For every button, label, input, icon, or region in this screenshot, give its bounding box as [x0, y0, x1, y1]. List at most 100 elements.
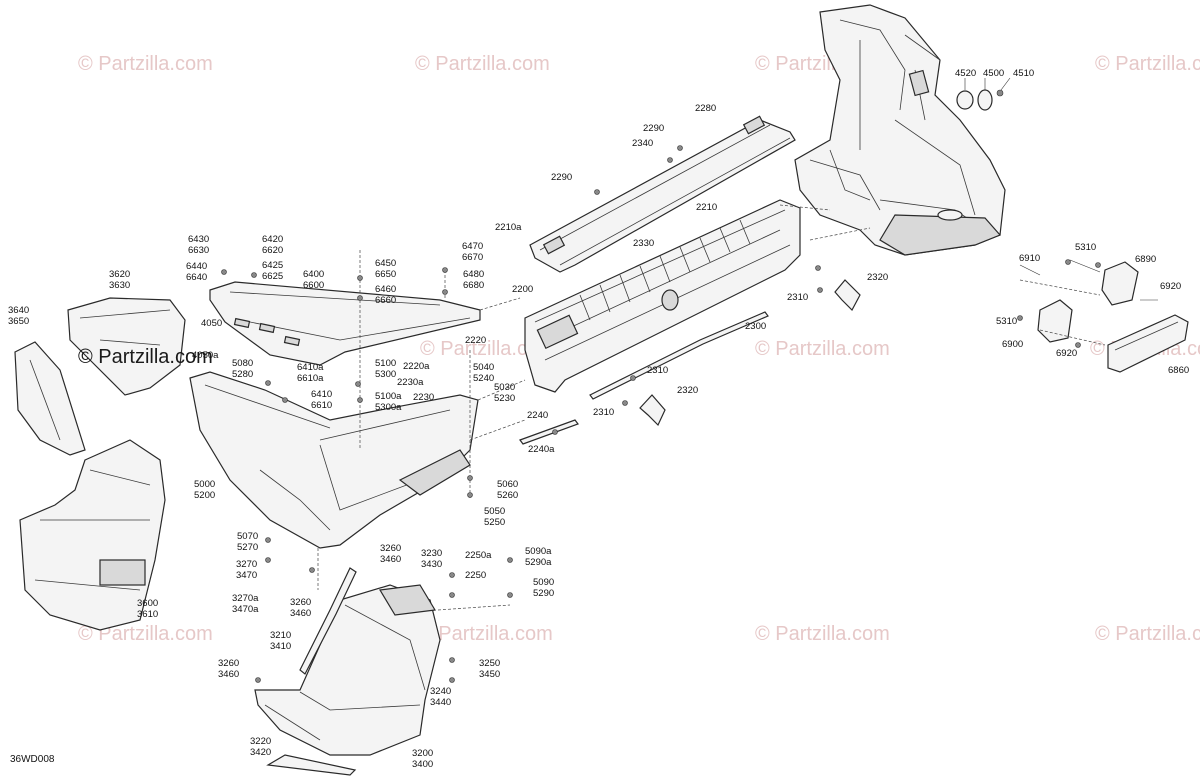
callout-label: 6680 — [463, 280, 484, 291]
callout-label: 5060 — [497, 479, 518, 490]
callout-label: 2280 — [695, 103, 716, 114]
callout-label: 5300 — [375, 369, 396, 380]
fasteners — [221, 259, 1101, 683]
callout-label: 4050a — [192, 350, 219, 361]
callout-label: 2220 — [465, 335, 486, 346]
callout-label: 6410a — [297, 362, 324, 373]
bracket-6400 — [209, 281, 481, 366]
callout-label: 3410 — [270, 641, 291, 652]
callout-label: 3230 — [421, 548, 442, 559]
callout-label: 6460 — [375, 284, 396, 295]
clips — [639, 279, 861, 427]
callout-label: 5260 — [497, 490, 518, 501]
callout-label: 5080 — [232, 358, 253, 369]
assembly-lines — [317, 204, 1106, 611]
callout-label: 6860 — [1168, 365, 1189, 376]
callout-label: 6890 — [1135, 254, 1156, 265]
callout-label: 6920 — [1160, 281, 1181, 292]
callout-label: 2230 — [413, 392, 434, 403]
callout-label: 2340 — [632, 138, 653, 149]
callout-label: 2210a — [495, 222, 522, 233]
side-panel — [189, 371, 479, 549]
callout-label: 2250a — [465, 550, 492, 561]
callout-label: 6430 — [188, 234, 209, 245]
callout-label: 2200 — [512, 284, 533, 295]
callout-label: 2250 — [465, 570, 486, 581]
callout-label: 3200 — [412, 748, 433, 759]
callout-label: 5300a — [375, 402, 402, 413]
watermark: © Partzilla.com — [755, 338, 890, 360]
watermark: © Partzilla.com — [415, 53, 550, 75]
callout-label: 3210 — [270, 630, 291, 641]
callout-label: 3270a — [232, 593, 259, 604]
callout-label: 5280 — [232, 369, 253, 380]
callout-label: 2240a — [528, 444, 555, 455]
callout-label: 5090a — [525, 546, 552, 557]
callout-label: 2300 — [745, 321, 766, 332]
callout-label: 6470 — [462, 241, 483, 252]
callout-label: 6400 — [303, 269, 324, 280]
callout-label: 3460 — [218, 669, 239, 680]
callout-label: 2310 — [593, 407, 614, 418]
callout-label: 3470a — [232, 604, 259, 615]
callout-label: 2320 — [677, 385, 698, 396]
callout-label: 3420 — [250, 747, 271, 758]
callout-label: 2290 — [643, 123, 664, 134]
callout-label: 3610 — [137, 609, 158, 620]
callout-label: 3440 — [430, 697, 451, 708]
watermark: © Partzilla.com — [78, 623, 213, 645]
watermark-dark: © Partzilla.com — [78, 346, 213, 368]
callout-label: 3630 — [109, 280, 130, 291]
watermark: © Partzilla.com — [420, 338, 555, 360]
callout-label: 2220a — [403, 361, 430, 372]
callout-label: 5290 — [533, 588, 554, 599]
callout-label: 3640 — [8, 305, 29, 316]
diagram-code: 36WD008 — [10, 754, 55, 765]
callout-label: 6640 — [186, 272, 207, 283]
callout-label: 3270 — [236, 559, 257, 570]
callout-label: 6620 — [262, 245, 283, 256]
callout-label: 5030 — [494, 382, 515, 393]
callout-label: 5100 — [375, 358, 396, 369]
callout-label: 6625 — [262, 271, 283, 282]
callout-label: 4500 — [983, 68, 1004, 79]
watermark: © Partzilla.com — [1095, 53, 1200, 75]
callout-label: 2230a — [397, 377, 424, 388]
callout-label: 2310 — [647, 365, 668, 376]
callout-label: 4510 — [1013, 68, 1034, 79]
callout-label: 6440 — [186, 261, 207, 272]
callout-label: 6630 — [188, 245, 209, 256]
callout-label: 5070 — [237, 531, 258, 542]
grommet-parts — [956, 77, 1011, 111]
callout-label: 5310 — [1075, 242, 1096, 253]
callout-label: 6650 — [375, 269, 396, 280]
callout-label: 2320 — [867, 272, 888, 283]
watermark: © Partzilla.com — [755, 623, 890, 645]
callout-label: 6610a — [297, 373, 324, 384]
callout-label: 6425 — [262, 260, 283, 271]
console-cover — [529, 115, 796, 273]
callout-label: 3650 — [8, 316, 29, 327]
callout-label: 2210 — [696, 202, 717, 213]
watermark: © Partzilla.com — [1095, 623, 1200, 645]
callout-label: 3260 — [380, 543, 401, 554]
callout-label: 5270 — [237, 542, 258, 553]
callout-label: 5100a — [375, 391, 402, 402]
callout-label: 6600 — [303, 280, 324, 291]
frame-assembly — [794, 4, 1006, 256]
callout-label: 5000 — [194, 479, 215, 490]
callout-label: 5200 — [194, 490, 215, 501]
callout-label: 3400 — [412, 759, 433, 770]
callout-label: 5040 — [473, 362, 494, 373]
left-parts — [14, 297, 186, 631]
callout-label: 5310 — [996, 316, 1017, 327]
callout-label: 5250 — [484, 517, 505, 528]
callout-label: 6900 — [1002, 339, 1023, 350]
callout-label: 6920 — [1056, 348, 1077, 359]
callout-label: 3600 — [137, 598, 158, 609]
callout-labels: 2280 2290 2340 2290 2210 2210a 2330 2200… — [8, 68, 1189, 770]
callout-label: 3450 — [479, 669, 500, 680]
callout-label: 2330 — [633, 238, 654, 249]
callout-label: 5240 — [473, 373, 494, 384]
